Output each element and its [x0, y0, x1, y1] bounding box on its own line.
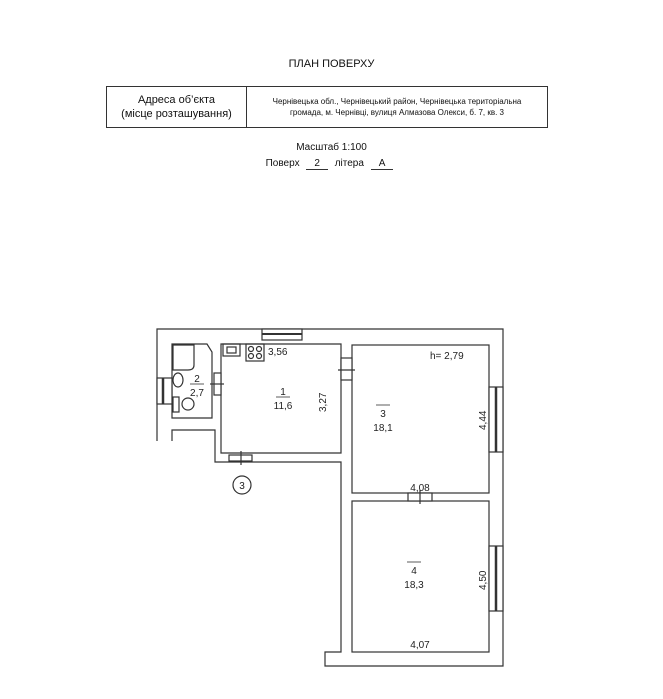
room-2-number: 2 — [194, 374, 200, 385]
stove-icon — [245, 343, 265, 362]
address-value: Чернівецька обл., Чернівецький район, Че… — [247, 87, 547, 127]
dim-room4-width: 4,07 — [410, 640, 430, 651]
room-1-number: 1 — [280, 387, 286, 398]
scale-label: Масштаб 1:100 — [296, 142, 367, 153]
floor-label: Поверх — [265, 158, 300, 169]
bathroom-walls — [171, 343, 213, 419]
floor-info: Поверх 2 літера А — [0, 158, 663, 170]
letter-label: літера — [334, 158, 364, 169]
window-top — [261, 328, 303, 341]
address-value-line2: громада, м. Чернівці, вулиця Алмазова Ол… — [290, 108, 504, 117]
ceiling-height: h= 2,79 — [430, 351, 464, 362]
door-room4 — [407, 490, 433, 504]
dim-room4-depth: 4,50 — [478, 570, 489, 590]
room-3-area: 18,1 — [373, 423, 393, 434]
dim-room3-width: 4,08 — [410, 483, 430, 494]
address-label-line1: Адреса об’єкта — [137, 94, 216, 106]
window-room4 — [488, 545, 504, 612]
letter-value: А — [370, 158, 394, 170]
address-label-line2: (місце розташування) — [121, 108, 232, 120]
outer-wall — [156, 328, 504, 667]
dim-room3-depth: 4,44 — [478, 410, 489, 430]
room-1-walls — [220, 343, 342, 454]
room-2-area: 2,7 — [190, 388, 204, 399]
address-label: Адреса об’єкта (місце розташування) — [107, 87, 247, 127]
room-4-walls — [351, 500, 490, 653]
room-3-number: 3 — [380, 409, 386, 420]
sink-icon — [222, 343, 241, 357]
address-table: Адреса об’єкта (місце розташування) Черн… — [106, 86, 548, 128]
door-bathroom — [210, 372, 224, 396]
room-3-walls — [351, 344, 490, 494]
window-bathroom — [156, 377, 173, 405]
address-value-line1: Чернівецька обл., Чернівецький район, Че… — [272, 97, 522, 106]
window-room3 — [488, 386, 504, 453]
toilet-icon — [172, 396, 195, 413]
door-entrance — [228, 451, 253, 465]
room-1-area: 11,6 — [274, 401, 293, 412]
room-4-number: 4 — [411, 566, 417, 577]
room-4-area: 18,3 — [404, 580, 424, 591]
dim-room1-depth: 3,27 — [318, 392, 329, 412]
door-room3 — [338, 357, 355, 381]
floor-value: 2 — [306, 158, 328, 170]
shower-icon — [172, 344, 195, 371]
apartment-marker-circle — [232, 475, 252, 495]
apartment-marker: 3 — [239, 481, 245, 492]
dim-room1-width: 3,56 — [268, 347, 288, 358]
page-title: ПЛАН ПОВЕРХУ — [288, 58, 375, 70]
washbasin-icon — [172, 372, 184, 388]
